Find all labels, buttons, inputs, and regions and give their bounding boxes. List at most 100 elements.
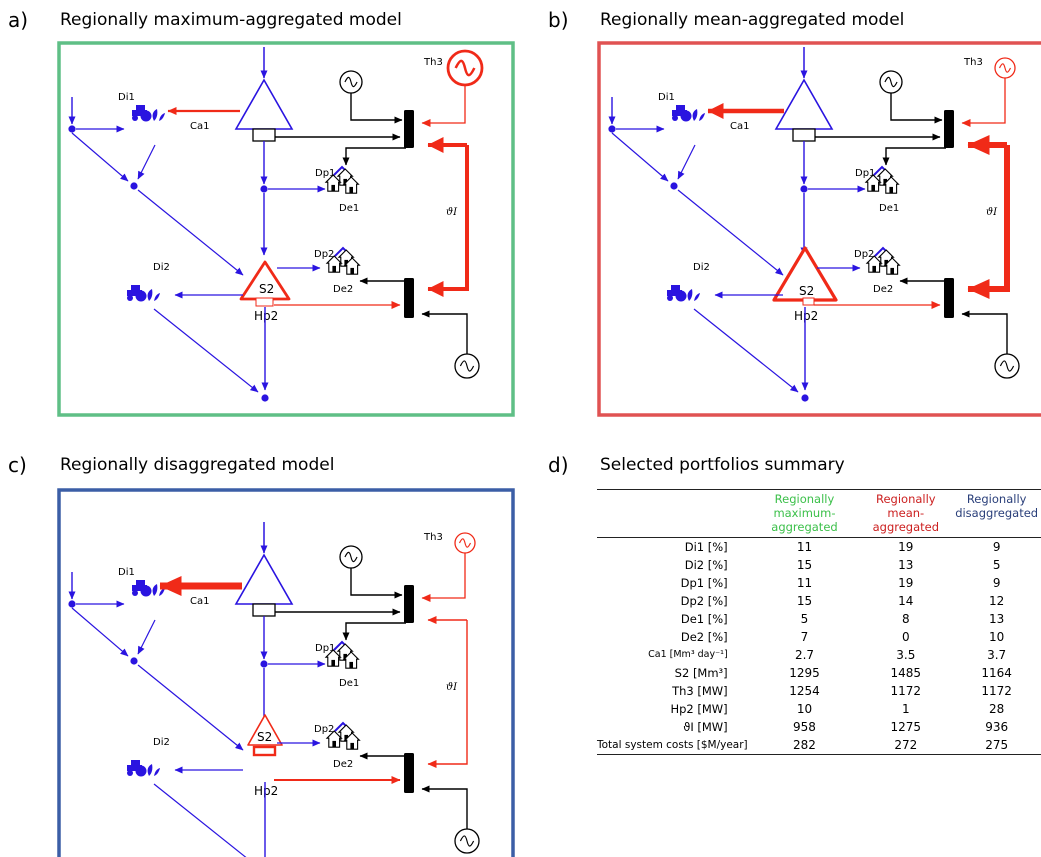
row-label: Ca1 [Mm³ day⁻¹] — [648, 649, 728, 660]
flow-arrow — [137, 619, 156, 655]
reservoir-icon — [247, 714, 283, 746]
panel-a-title: Regionally maximum-aggregated model — [60, 10, 402, 30]
reservoir-icon — [234, 553, 294, 605]
junction-node — [68, 125, 76, 133]
flow-arrow — [421, 785, 468, 829]
turbine-icon — [252, 603, 276, 617]
table-cell: 1485 — [890, 666, 922, 680]
table-row: Th3 [MW] 1254 1172 1172 — [597, 682, 1041, 700]
flow-arrow — [677, 144, 696, 180]
de1-label: De1 — [339, 203, 359, 214]
flow-arrow — [350, 93, 403, 124]
table-cell: 9 — [992, 576, 1001, 590]
tractor-icon — [672, 105, 705, 122]
tractor-icon — [667, 285, 700, 302]
power-bus-icon — [944, 110, 954, 148]
de2-label: De2 — [873, 284, 893, 295]
generator-icon — [994, 353, 1020, 379]
panel-c-letter: c) — [8, 453, 27, 477]
row-label: S2 [Mm³] — [674, 666, 728, 680]
panel-a-letter: a) — [8, 8, 29, 32]
row-label: De1 [%] — [680, 612, 728, 626]
junction-node — [68, 600, 76, 608]
dp1-label: Dp1 — [855, 168, 875, 179]
flow-arrow — [153, 783, 247, 857]
th3-label: Th3 — [423, 57, 443, 68]
table-cell: 15 — [796, 558, 813, 572]
table-cell: 936 — [985, 720, 1009, 734]
di2-label: Di2 — [153, 262, 170, 273]
flow-arrow — [421, 85, 466, 127]
di1-label: Di1 — [658, 92, 675, 103]
portfolio-summary-table: Regionally maximum-aggregated Regionally… — [597, 489, 1041, 755]
flow-arrow — [137, 144, 156, 180]
dp2-label: Dp2 — [314, 249, 334, 260]
table-cell: 10 — [989, 630, 1005, 644]
column-header-mean: Regionally mean-aggregated — [872, 492, 940, 534]
junction-node — [800, 185, 808, 193]
row-label: Hp2 [MW] — [670, 702, 728, 716]
houses-icon — [865, 246, 901, 275]
ca1-label: Ca1 — [730, 121, 749, 132]
s2-label: S2 — [259, 282, 274, 296]
panel-border — [597, 41, 1041, 417]
generator-icon — [454, 828, 480, 854]
houses-icon — [324, 165, 360, 194]
column-header-disagg: Regionally disaggregated — [955, 492, 1039, 520]
table-cell: 11 — [747, 537, 862, 556]
turbine-icon — [255, 297, 274, 307]
row-label: Th3 [MW] — [672, 684, 728, 698]
table-cell: 5 — [800, 612, 809, 626]
turbine-icon — [252, 745, 277, 757]
de2-label: De2 — [333, 284, 353, 295]
dp2-label: Dp2 — [854, 249, 874, 260]
flow-arrow — [71, 607, 129, 657]
table-cell: 13 — [989, 612, 1005, 626]
row-label: Dp1 [%] — [680, 576, 728, 590]
power-bus-icon — [404, 278, 414, 318]
table-cell: 7 — [800, 630, 809, 644]
turbine-icon — [792, 128, 816, 142]
table-cell: 1275 — [890, 720, 922, 734]
tractor-icon — [127, 760, 160, 777]
panel-border — [57, 488, 515, 857]
transmission-arrow — [967, 145, 1010, 299]
s2-label: S2 — [799, 284, 814, 298]
junction-node — [260, 185, 268, 193]
generator-icon — [879, 70, 903, 94]
de1-label: De1 — [879, 203, 899, 214]
generator-icon — [446, 49, 484, 87]
table-cell: 3.7 — [987, 648, 1007, 662]
row-label: Di1 [%] — [597, 537, 748, 556]
turbine-icon — [252, 128, 276, 142]
ca1-label: Ca1 — [190, 121, 209, 132]
table-cell: 282 — [747, 736, 862, 755]
dp1-label: Dp1 — [315, 168, 335, 179]
table-cell: 1172 — [981, 684, 1012, 698]
table-cell: 1172 — [890, 684, 922, 698]
flow-arrow — [890, 93, 943, 124]
table-cell: 1254 — [789, 684, 820, 698]
junction-node — [608, 125, 616, 133]
transmission-label: ϑI — [446, 207, 458, 218]
dp1-label: Dp1 — [315, 643, 335, 654]
reservoir-icon — [234, 78, 294, 130]
flow-arrow — [350, 568, 403, 599]
power-bus-icon — [404, 753, 414, 793]
power-bus-icon — [404, 585, 414, 623]
flow-arrow — [421, 553, 466, 602]
reservoir-icon — [774, 78, 834, 130]
generator-icon — [454, 353, 480, 379]
di1-label: Di1 — [118, 92, 135, 103]
table-cell: 19 — [861, 537, 951, 556]
di2-label: Di2 — [153, 737, 170, 748]
junction-node — [130, 657, 138, 665]
